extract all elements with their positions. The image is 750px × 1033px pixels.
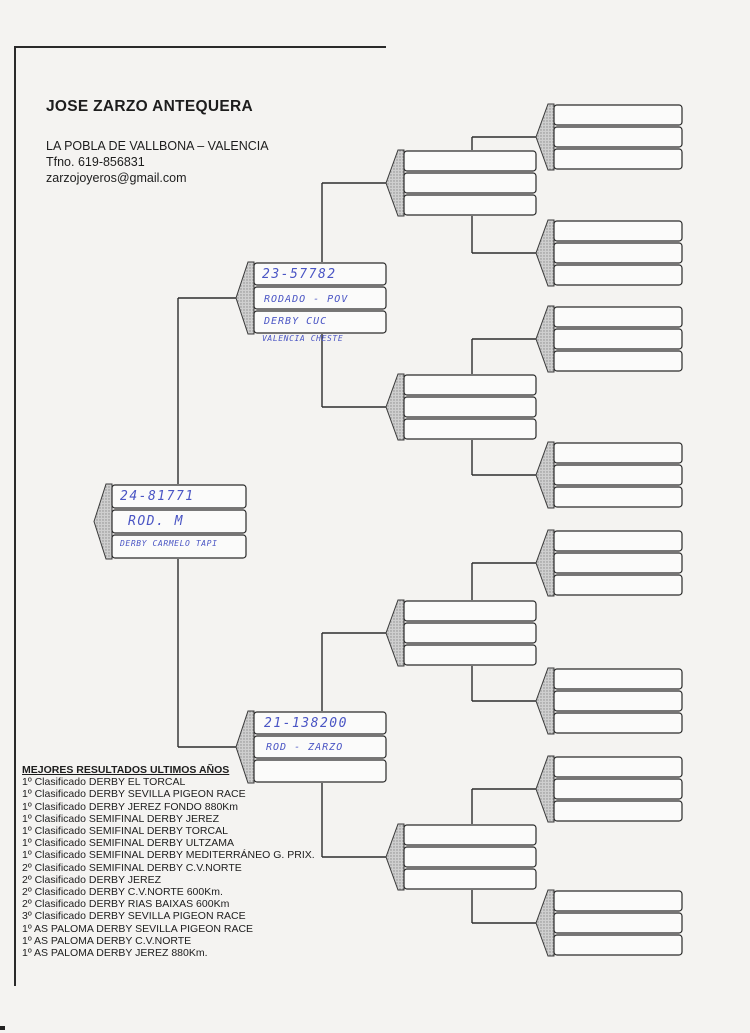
result-item: 3º Clasificado DERBY SEVILLA PIGEON RACE: [22, 910, 246, 923]
sire-note-2: VALENCIA CHESTE: [262, 334, 344, 343]
result-item: 1º Clasificado DERBY JEREZ FONDO 880Km: [22, 800, 239, 813]
result-item: 1º Clasificado SEMIFINAL DERBY TORCAL: [22, 825, 228, 838]
subject-color: ROD. M: [128, 514, 184, 529]
best-results: MEJORES RESULTADOS ULTIMOS AÑOS 1º Clasi…: [22, 764, 315, 959]
great-grandparent-box: [535, 305, 683, 373]
result-item: 2º Clasificado DERBY RIAS BAIXAS 600Km: [22, 898, 230, 911]
great-grandparent-box: [535, 755, 683, 823]
dam-ring: 21-138200: [264, 716, 348, 731]
result-item: 1º Clasificado DERBY EL TORCAL: [22, 776, 186, 789]
great-grandparent-box: [535, 103, 683, 171]
result-item: 1º Clasificado SEMIFINAL DERBY MEDITERRÁ…: [22, 849, 315, 862]
result-item: 1º Clasificado SEMIFINAL DERBY ULTZAMA: [22, 837, 234, 850]
grandparent-box: [385, 149, 537, 217]
results-title: MEJORES RESULTADOS ULTIMOS AÑOS: [22, 764, 230, 776]
owner-header: JOSE ZARZO ANTEQUERA LA POBLA DE VALLBON…: [46, 98, 269, 186]
sheet-border-left: [14, 46, 16, 986]
dam-box: [235, 710, 387, 784]
owner-name: JOSE ZARZO ANTEQUERA: [46, 98, 253, 115]
grandparent-box: [385, 823, 537, 891]
owner-phone: Tfno. 619-856831: [46, 155, 145, 169]
great-grandparent-box: [535, 441, 683, 509]
subject-box: [93, 483, 247, 560]
result-item: 1º Clasificado SEMIFINAL DERBY JEREZ: [22, 812, 219, 825]
subject-ring: 24-81771: [120, 489, 195, 504]
great-grandparent-box: [535, 219, 683, 287]
owner-location: LA POBLA DE VALLBONA – VALENCIA: [46, 139, 269, 153]
great-grandparent-box: [535, 529, 683, 597]
sire-color: RODADO - POV: [264, 294, 349, 305]
great-grandparent-box: [535, 889, 683, 957]
result-item: 2º Clasificado SEMIFINAL DERBY C.V.NORTE: [22, 861, 242, 874]
grandparent-box: [385, 599, 537, 667]
result-item: 1º Clasificado DERBY SEVILLA PIGEON RACE: [22, 788, 246, 801]
result-item: 2º Clasificado DERBY JEREZ: [22, 873, 162, 886]
result-item: 2º Clasificado DERBY C.V.NORTE 600Km.: [22, 886, 223, 899]
result-item: 1º AS PALOMA DERBY C.V.NORTE: [22, 934, 192, 947]
sheet-border-top: [14, 46, 386, 48]
sire-ring: 23-57782: [262, 267, 337, 282]
dam-color: ROD - ZARZO: [266, 742, 344, 753]
subject-note: DERBY CARMELO TAPI: [120, 539, 218, 548]
result-item: 1º AS PALOMA DERBY JEREZ 880Km.: [22, 947, 208, 960]
owner-email: zarzojoyeros@gmail.com: [46, 171, 187, 185]
grandparent-box: [385, 373, 537, 441]
sire-box: [235, 261, 387, 335]
sire-note: DERBY CUC: [264, 316, 328, 327]
result-item: 1º AS PALOMA DERBY SEVILLA PIGEON RACE: [22, 922, 254, 935]
great-grandparent-box: [535, 667, 683, 735]
scan-mark: [0, 1026, 5, 1030]
